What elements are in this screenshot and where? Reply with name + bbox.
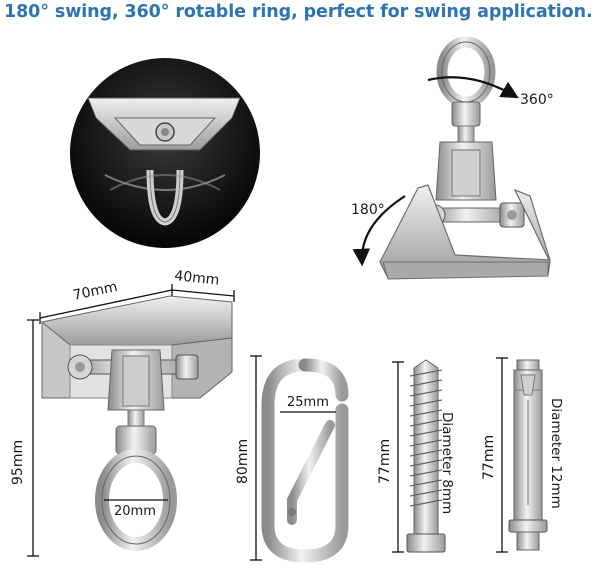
closeup-photo (70, 58, 260, 248)
ring-rotation-label: 360° (520, 92, 554, 108)
plate-width-label: 40mm (174, 268, 221, 289)
swing-rotation-label: 180° (351, 202, 385, 218)
hanger-dimensioned (27, 284, 235, 557)
hook-opening-label: 25mm (287, 395, 329, 410)
lag-screw (392, 359, 446, 553)
hanger-height-label: 95mm (10, 440, 26, 485)
screw-diameter-label: Diameter 8mm (439, 412, 455, 514)
carabiner-hook (250, 355, 349, 563)
expansion-bolt (496, 357, 548, 553)
screw-length-label: 77mm (377, 439, 393, 484)
headline: 180° swing, 360° rotable ring, perfect f… (4, 2, 593, 22)
hanger-top-right (352, 36, 551, 280)
plate-length-label: 70mm (72, 279, 119, 304)
bolt-length-label: 77mm (481, 435, 497, 480)
hook-height-label: 80mm (235, 439, 251, 484)
ring-diameter-label: 20mm (114, 504, 156, 519)
bolt-diameter-label: Diameter 12mm (548, 398, 564, 509)
